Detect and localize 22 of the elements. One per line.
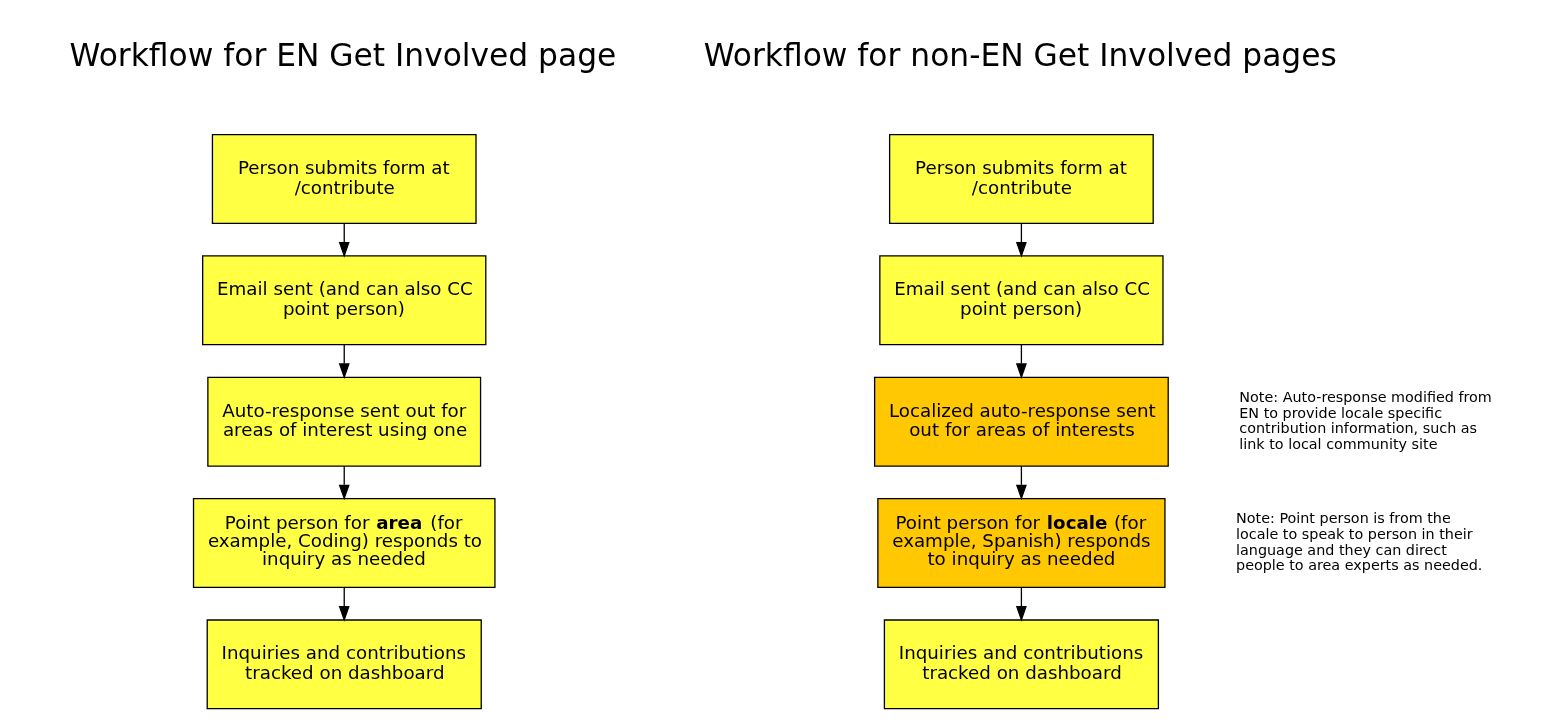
node-box: Inquiries and contributions tracked on dashboard xyxy=(206,619,482,710)
arrow xyxy=(1015,222,1027,258)
arrow xyxy=(338,222,350,258)
label: Workflow for EN Get Involved page xyxy=(69,36,617,73)
node-box: Auto-response sent out for areas of interest using one xyxy=(207,376,482,467)
arrow xyxy=(338,586,350,622)
arrow xyxy=(1015,465,1027,501)
node-box: Point person for area (for example, Coding) responds to inquiry as needed xyxy=(192,498,496,589)
arrow xyxy=(338,465,350,501)
node-box: Localized auto-response sent out for areas of interests xyxy=(873,376,1169,467)
label: Workflow for non-EN Get Involved pages xyxy=(703,36,1337,73)
node-box: Person submits form at /contribute xyxy=(211,133,477,224)
node-box: Email sent (and can also CC point person) xyxy=(202,255,487,346)
node-box: Person submits form at /contribute xyxy=(888,133,1154,224)
node-box: Email sent (and can also CC point person) xyxy=(879,255,1164,346)
label: Note: Auto-response modified from EN to provide locale specific contribution information, such as link to local community site xyxy=(1239,388,1492,452)
arrow xyxy=(1015,344,1027,379)
node-box: Point person for locale (for example, Spanish) responds to inquiry as needed xyxy=(877,498,1166,589)
label: Note: Point person is from the locale to speak to person in their language and they can direct people to area experts as needed. xyxy=(1236,510,1483,574)
arrow xyxy=(338,344,350,379)
node-box: Inquiries and contributions tracked on dashboard xyxy=(883,619,1160,710)
arrow xyxy=(1015,586,1027,622)
